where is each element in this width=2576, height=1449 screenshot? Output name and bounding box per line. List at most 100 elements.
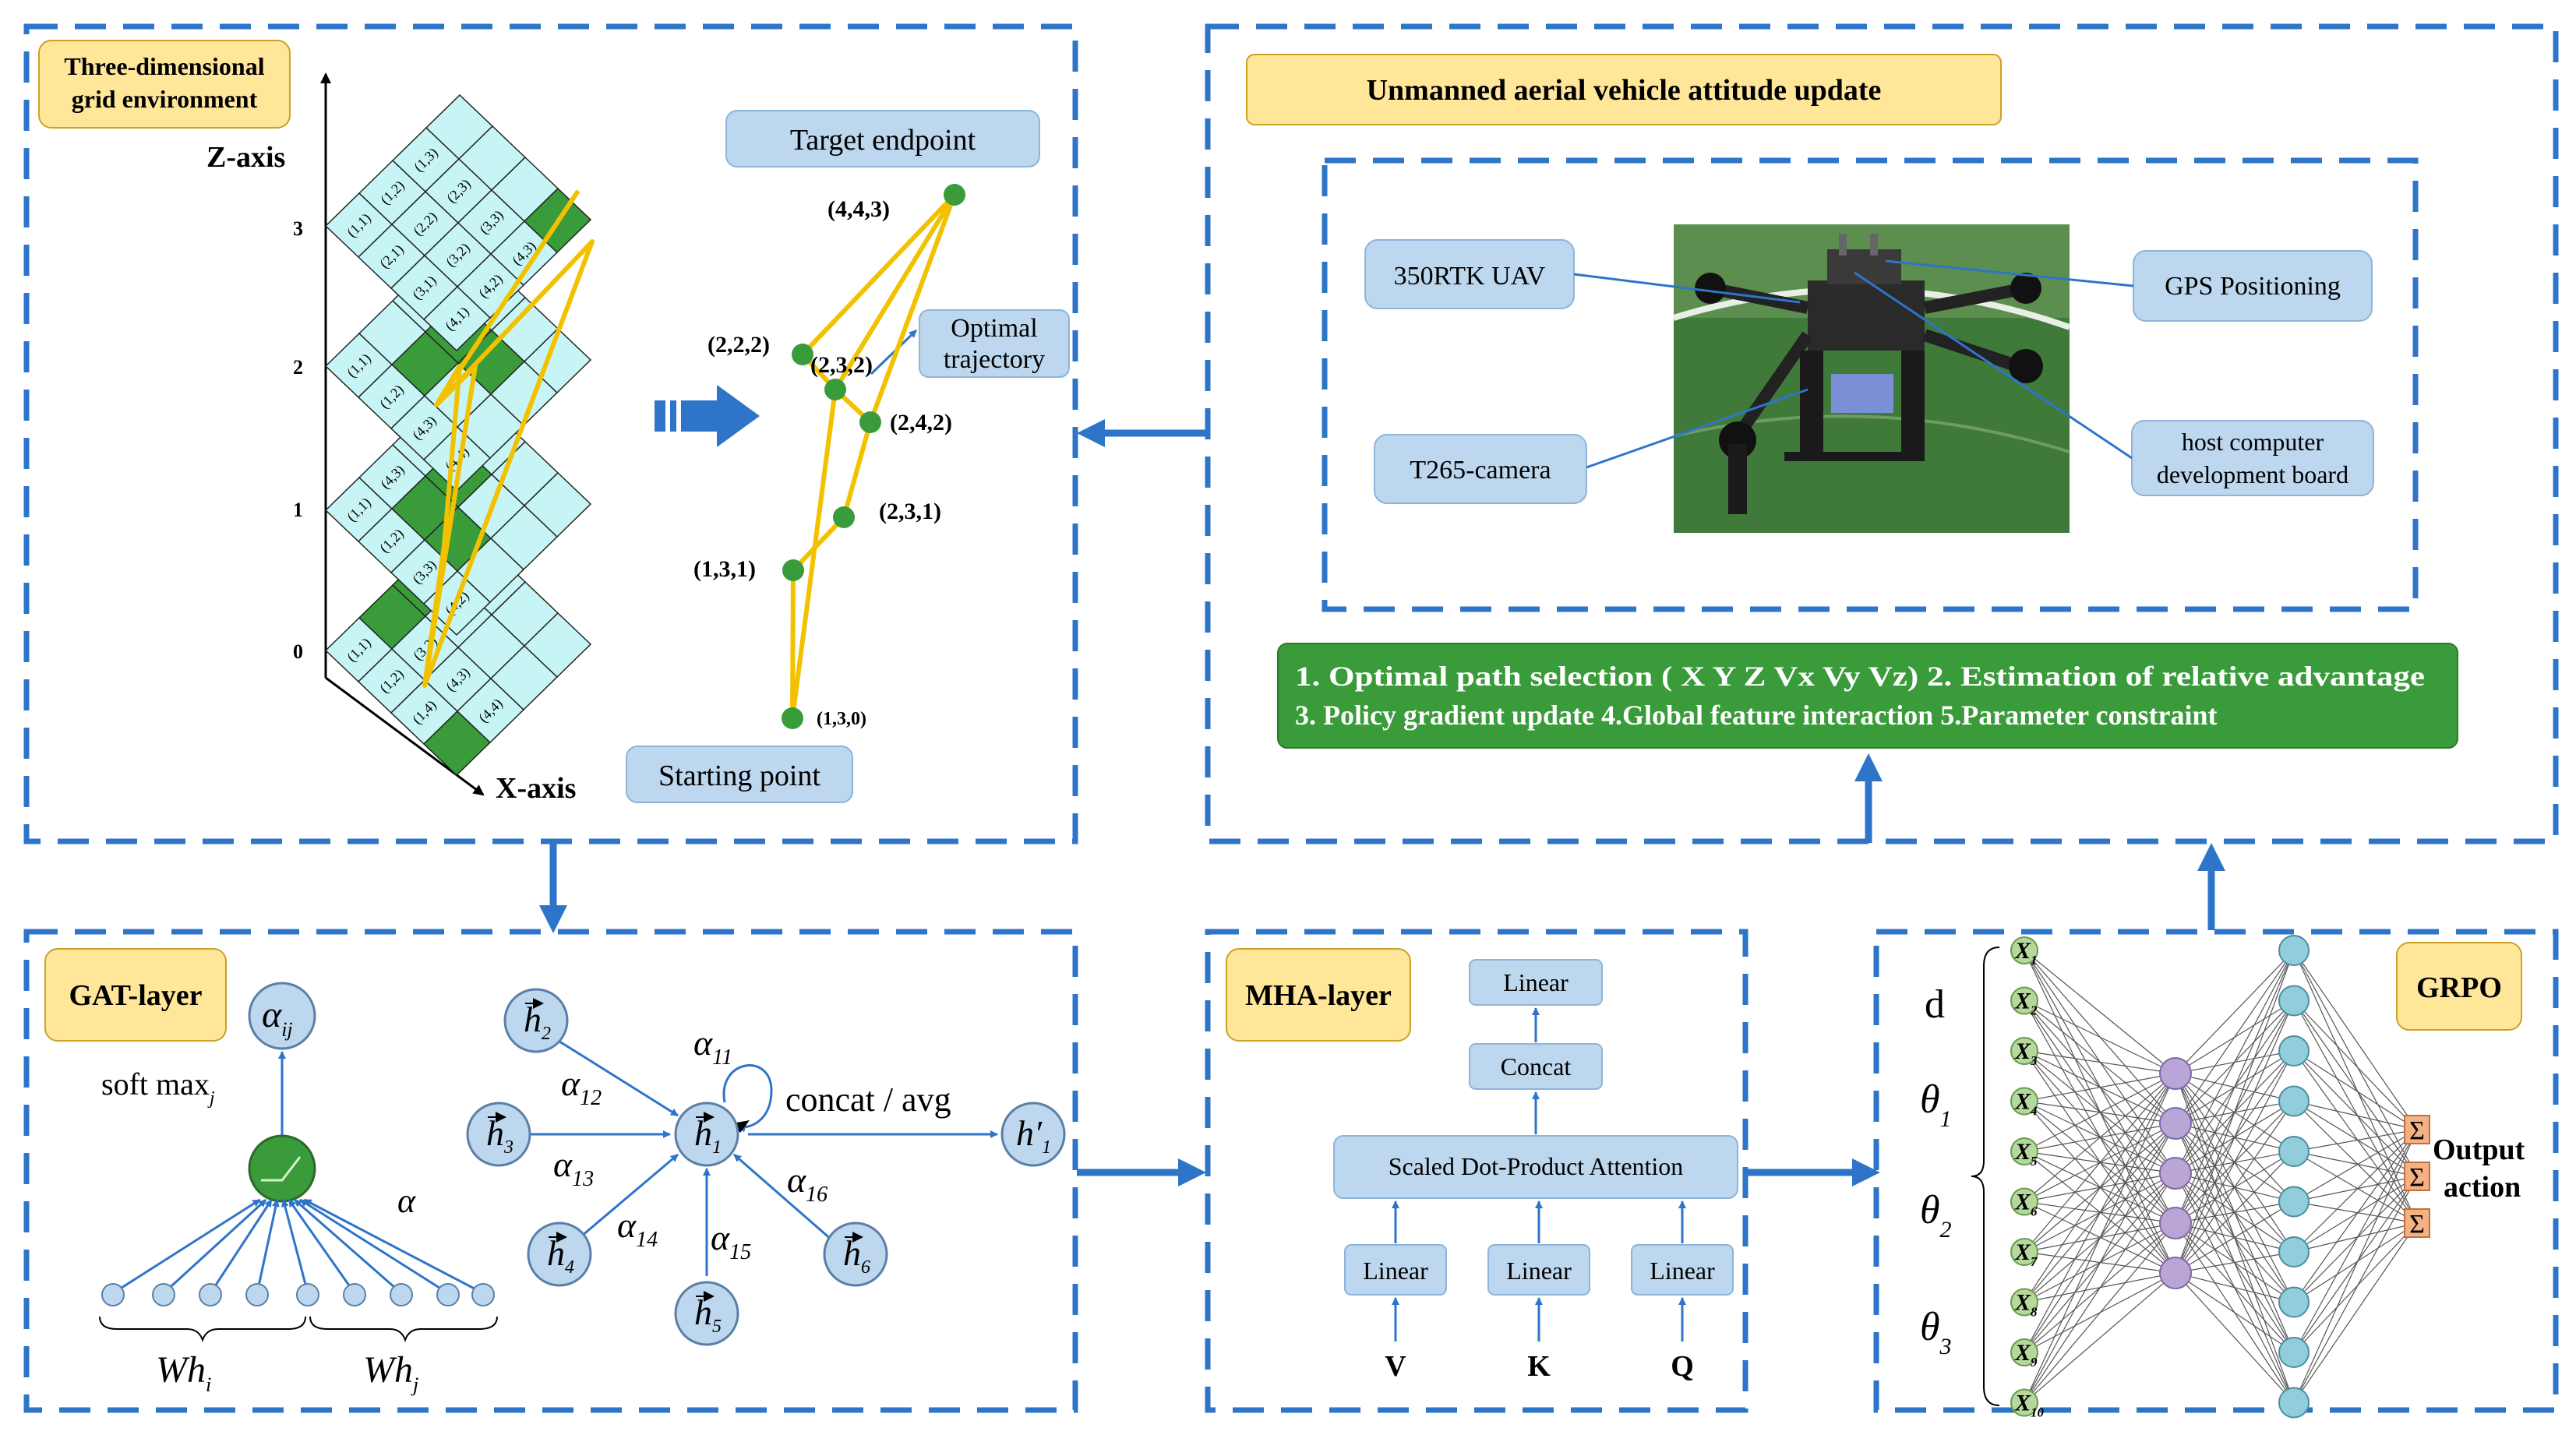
trajectory-node-label: (1,3,1) bbox=[693, 556, 756, 582]
mha-v-label: V bbox=[1385, 1350, 1406, 1383]
gat-panel-border bbox=[23, 929, 1078, 1413]
mha-panel: MHA-layer Linear Concat Scaled Dot-Produ… bbox=[1226, 948, 1738, 1383]
mha-linear-v: Linear bbox=[1363, 1257, 1428, 1285]
gat-input-edge bbox=[299, 1198, 449, 1295]
steps-line2: 3. Policy gradient update 4.Global featu… bbox=[1295, 700, 2217, 731]
grid-layer3: (1,1)(2,1)(3,1)(4,1)(1,2)(2,2)(3,2)(4,2)… bbox=[324, 93, 592, 352]
starting-point-label: Starting point bbox=[658, 760, 820, 792]
steps-line1: 1. Optimal path selection ( X Y Z Vx Vy … bbox=[1295, 661, 2425, 692]
input-d: d bbox=[1925, 982, 1945, 1027]
alpha-12: α12 bbox=[561, 1063, 602, 1110]
input-node-label: X9 bbox=[2014, 1340, 2038, 1370]
input-node bbox=[2010, 1187, 2038, 1216]
mha-k-label: K bbox=[1527, 1350, 1551, 1383]
gat-input-node bbox=[152, 1283, 175, 1306]
uav-photo bbox=[1672, 224, 2071, 533]
gat-edges bbox=[530, 1038, 998, 1276]
input-node-label: X5 bbox=[2014, 1139, 2038, 1169]
input-node bbox=[2010, 1087, 2038, 1116]
alpha-ij-label: αij bbox=[262, 994, 293, 1041]
camera-label: T265-camera bbox=[1410, 456, 1551, 485]
gat-title-box bbox=[44, 948, 227, 1042]
self-loop bbox=[722, 1064, 773, 1133]
h-node-label: h6 bbox=[843, 1233, 870, 1278]
output-node-label: Σ bbox=[2409, 1163, 2425, 1192]
mha-title: MHA-layer bbox=[1245, 979, 1392, 1012]
alpha-14: α14 bbox=[617, 1205, 658, 1252]
mha-linear-q: Linear bbox=[1650, 1257, 1715, 1285]
hidden-node-2 bbox=[2278, 1236, 2310, 1267]
uav-title: Unmanned aerial vehicle attitude update bbox=[1367, 74, 1882, 107]
uav-panel: Unmanned aerial vehicle attitude update bbox=[1246, 54, 2458, 749]
h-node-3 bbox=[466, 1102, 531, 1167]
gat-panel: GAT-layer αij soft maxj α Whi Whj h1h2h3… bbox=[44, 948, 1066, 1396]
trajectory-node-label: (2,3,2) bbox=[810, 352, 873, 378]
trajectory-node bbox=[833, 506, 855, 528]
h-node-label: h2 bbox=[524, 999, 551, 1044]
h-node-label: h1 bbox=[694, 1113, 722, 1158]
gat-input-node bbox=[471, 1283, 495, 1306]
target-endpoint-box bbox=[725, 110, 1040, 167]
wh-j-brace bbox=[309, 1316, 498, 1342]
starting-point-box bbox=[626, 746, 853, 803]
gat-title: GAT-layer bbox=[69, 979, 203, 1012]
wh-i-label: Whi bbox=[156, 1349, 211, 1396]
input-node-label: X10 bbox=[2014, 1391, 2045, 1420]
gat-input-edge bbox=[112, 1198, 261, 1295]
grid-trajectory bbox=[422, 189, 595, 688]
mha-linear-k-box bbox=[1487, 1244, 1590, 1296]
input-node bbox=[2010, 1288, 2038, 1317]
h-node-1 bbox=[674, 1102, 739, 1167]
input-node-label: X2 bbox=[2014, 989, 2038, 1018]
host-label-line2: development board bbox=[2157, 460, 2348, 488]
output-node bbox=[2404, 1208, 2430, 1238]
alpha-16: α16 bbox=[787, 1160, 827, 1207]
alpha-ij-node bbox=[248, 982, 316, 1050]
input-node bbox=[2010, 1238, 2038, 1266]
trajectory-nodes: (4,4,3)(2,2,2)(2,3,2)(2,4,2)(2,3,1)(1,3,… bbox=[693, 184, 965, 729]
output-line2: action bbox=[2444, 1171, 2521, 1204]
h-out-node bbox=[1000, 1102, 1066, 1167]
trajectory-node-label: (1,3,0) bbox=[817, 709, 866, 729]
input-node-label: X1 bbox=[2014, 938, 2038, 968]
host-label-line1: host computer bbox=[2182, 428, 2324, 456]
input-node-label: X7 bbox=[2014, 1239, 2038, 1269]
trajectory-node-label: (4,4,3) bbox=[827, 196, 890, 222]
grid-title-box bbox=[38, 40, 291, 129]
optimal-trajectory-line1: Optimal bbox=[951, 314, 1037, 343]
grid-cell bbox=[523, 612, 592, 679]
output-node-label: Σ bbox=[2409, 1210, 2425, 1239]
trajectory-node-label: (2,4,2) bbox=[890, 410, 952, 435]
gat-input-edge bbox=[281, 1199, 309, 1294]
output-line1: Output bbox=[2433, 1133, 2525, 1166]
trajectory-node-label: (2,3,1) bbox=[879, 499, 941, 524]
concat-label: concat / avg bbox=[785, 1081, 951, 1119]
input-node-label: X8 bbox=[2014, 1290, 2038, 1320]
z-tick-3: 3 bbox=[293, 217, 303, 240]
z-axis-label: Z-axis bbox=[206, 141, 285, 174]
hidden-node-2 bbox=[2278, 935, 2310, 966]
mha-concat: Concat bbox=[1501, 1052, 1572, 1081]
mha-title-box bbox=[1226, 948, 1411, 1042]
h-node-label: h3 bbox=[486, 1113, 513, 1158]
input-brace bbox=[1971, 947, 2000, 1406]
x-axis-label: X-axis bbox=[496, 772, 576, 805]
mha-linear-top-box bbox=[1469, 959, 1603, 1006]
hidden-node-1 bbox=[2159, 1207, 2192, 1239]
hidden-node-2 bbox=[2278, 1136, 2310, 1167]
gat-input-edge bbox=[256, 1199, 280, 1294]
grpo-title: GRPO bbox=[2416, 971, 2502, 1004]
alpha-vec-label: α bbox=[397, 1182, 416, 1220]
alpha-15: α15 bbox=[711, 1218, 751, 1264]
hidden-node-2 bbox=[2278, 1085, 2310, 1117]
output-node-label: Σ bbox=[2409, 1116, 2425, 1145]
gat-input-edge bbox=[288, 1199, 356, 1294]
grpo-panel-border bbox=[1873, 929, 2559, 1413]
mha-q-label: Q bbox=[1671, 1350, 1694, 1383]
optimal-trajectory-pointer bbox=[870, 329, 918, 375]
trajectory-node bbox=[782, 559, 804, 581]
hidden-node-2 bbox=[2278, 1035, 2310, 1066]
